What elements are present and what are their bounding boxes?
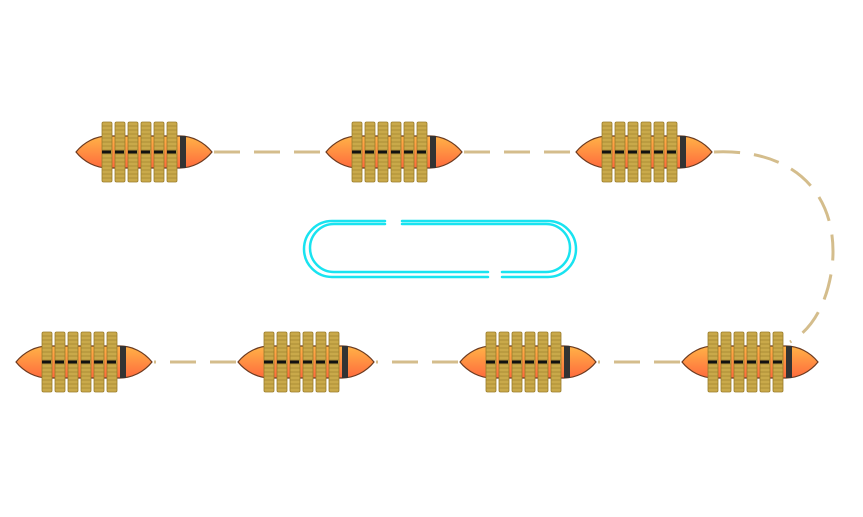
coil-bottom-3[interactable] [459,331,597,393]
paperclip-icon [302,219,578,279]
right-band [120,346,126,378]
right-band [786,346,792,378]
coil-top-2[interactable] [325,121,463,183]
coil-bottom-1[interactable] [15,331,153,393]
coil-top-3[interactable] [575,121,713,183]
connector-layer [154,150,835,364]
coil-top-1[interactable] [75,121,213,183]
right-band [430,136,436,168]
coil-rings [41,331,118,393]
coil-bottom-2[interactable] [237,331,375,393]
node-layer [15,121,819,393]
paperclip-outer-stroke [302,219,578,279]
coil-rings [485,331,562,393]
right-band [564,346,570,378]
right-band [180,136,186,168]
coil-bottom-4[interactable] [681,331,819,393]
paperclip-inner-stroke [308,222,572,274]
connector-3-curve [713,150,835,344]
right-band [342,346,348,378]
right-band [680,136,686,168]
